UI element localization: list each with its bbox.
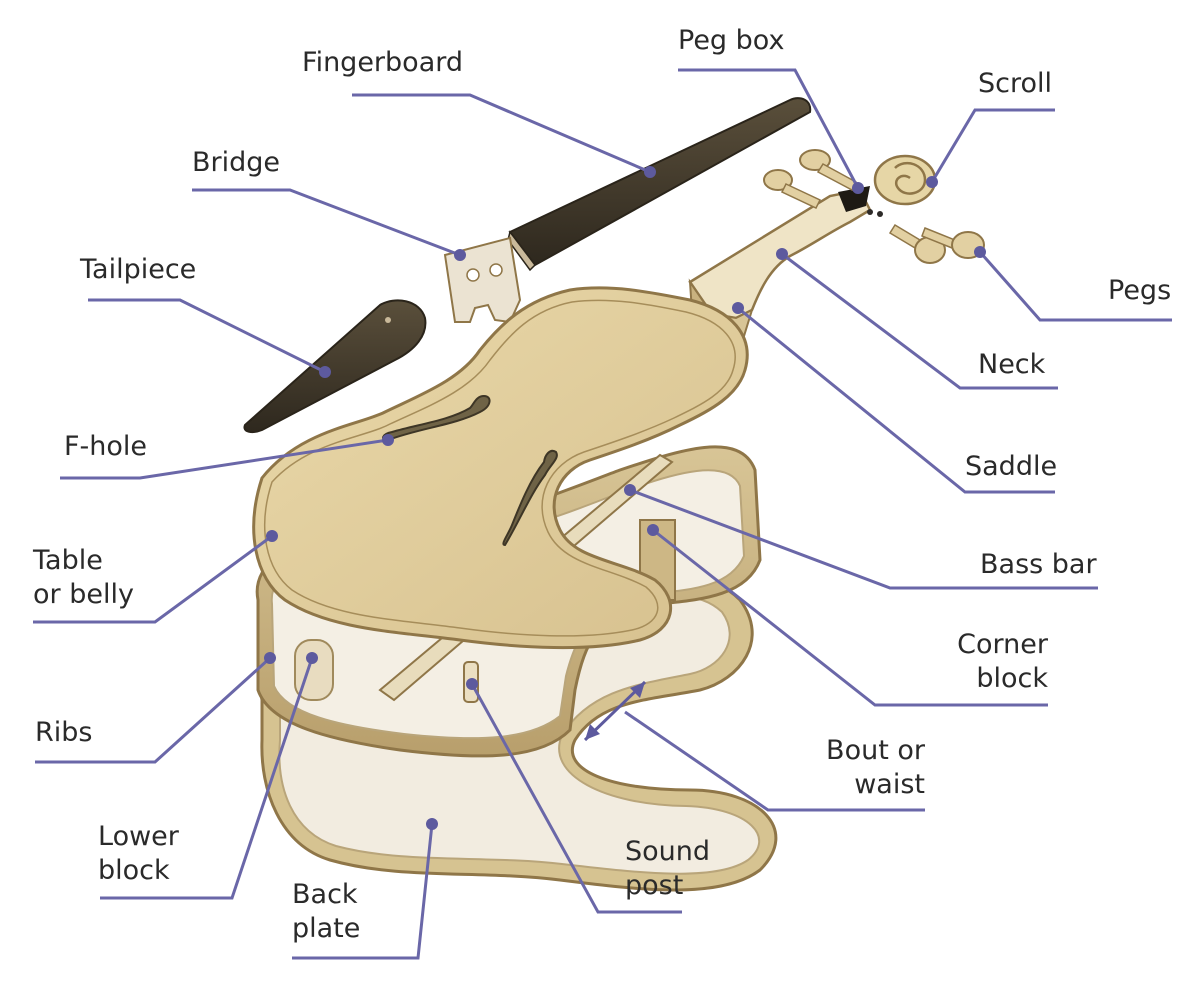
leader-ribs: [35, 656, 272, 764]
leader-tailpiece: [88, 298, 326, 374]
label-back-line1: Back: [292, 879, 358, 910]
leader-neck: [781, 252, 1058, 390]
leader-table: [33, 534, 273, 624]
leader-pegs: [978, 251, 1172, 322]
label-table-line1: Table: [33, 545, 103, 576]
tailpiece: [243, 299, 427, 434]
label-lower-line1: Lower: [98, 821, 179, 852]
label-back-line2: plate: [292, 913, 361, 944]
label-scroll: Scroll: [978, 68, 1053, 99]
f-hole-upper: [382, 394, 491, 442]
label-sound-line1: Sound: [625, 836, 711, 867]
label-peg-box: Peg box: [678, 25, 785, 56]
leader-f-hole: [60, 438, 389, 480]
leader-scroll: [930, 108, 1055, 183]
label-pegs: Pegs: [1108, 275, 1172, 306]
label-table-belly: Table or belly: [33, 544, 134, 612]
leader-peg-box: [678, 68, 860, 189]
label-bridge: Bridge: [192, 147, 281, 178]
leader-bass-bar: [629, 488, 1098, 590]
leader-fingerboard: [352, 93, 651, 174]
label-fingerboard: Fingerboard: [302, 47, 463, 78]
label-back-plate: Back plate: [292, 878, 360, 946]
label-bout-line2: waist: [854, 769, 925, 800]
label-neck: Neck: [978, 349, 1046, 380]
leader-lines: [33, 68, 1172, 960]
leader-back-plate: [292, 823, 434, 960]
bout-arrow: [583, 680, 647, 742]
label-corner-line2: block: [976, 663, 1048, 694]
label-corner-line1: Corner: [957, 629, 1048, 660]
label-bout-line1: Bout or: [826, 735, 925, 766]
leader-sound-post: [470, 683, 682, 914]
label-lower-block: Lower block: [98, 820, 179, 888]
leader-saddle: [737, 306, 1055, 494]
table-belly: [252, 286, 749, 650]
f-hole-lower: [502, 449, 558, 547]
label-saddle: Saddle: [965, 451, 1058, 482]
leader-corner-block: [652, 528, 1048, 707]
leader-bout: [624, 710, 925, 812]
label-tailpiece: Tailpiece: [80, 254, 197, 285]
label-sound-line2: post: [625, 870, 684, 901]
pegs: [763, 149, 985, 264]
label-table-line2: or belly: [33, 579, 134, 610]
label-f-hole: F-hole: [64, 431, 148, 462]
leader-dots: [264, 166, 986, 830]
label-lower-line2: block: [98, 855, 170, 886]
fingerboard: [507, 97, 812, 272]
leader-lower-block: [100, 657, 314, 900]
label-sound-post: Sound post: [625, 835, 710, 903]
leader-bridge: [192, 188, 461, 257]
label-corner-block: Corner block: [930, 628, 1048, 696]
label-ribs: Ribs: [35, 717, 93, 748]
label-bass-bar: Bass bar: [980, 549, 1097, 580]
label-bout-waist: Bout or waist: [800, 734, 925, 802]
